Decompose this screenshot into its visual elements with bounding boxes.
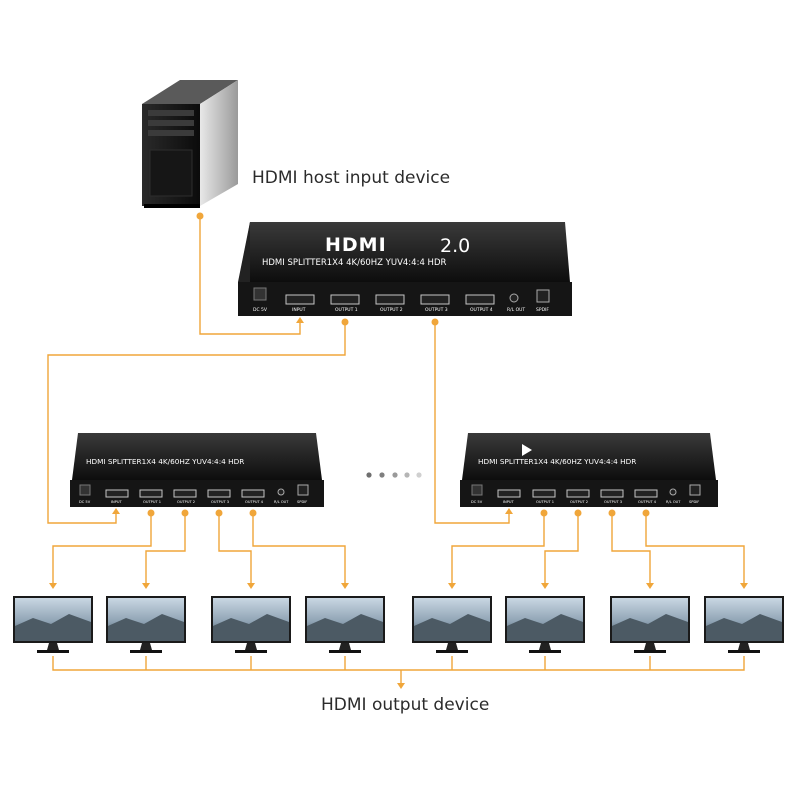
- main-port-label-output1: OUTPUT 1: [335, 307, 358, 313]
- right-port-label-dc: DC 5V: [471, 500, 483, 504]
- right-port-label-output1: OUTPUT 1: [536, 500, 554, 504]
- right-output3-port-icon: [600, 489, 624, 498]
- monitor-icon: [211, 596, 291, 653]
- left-port-label-input: INPUT: [111, 500, 123, 504]
- right-splitter-device: HDMI SPLITTER1X4 4K/60HZ YUV4:4:4 HDR DC…: [460, 433, 718, 507]
- play-icon: [522, 444, 532, 456]
- monitor-icon: [610, 596, 690, 653]
- main-port-label-input: INPUT: [292, 307, 306, 313]
- main-splitter-brand: HDMI: [325, 234, 387, 256]
- right-port-label-input: INPUT: [503, 500, 515, 504]
- monitor-row: [13, 596, 784, 653]
- monitor-icon: [106, 596, 186, 653]
- right-output1-port-icon: [532, 489, 556, 498]
- right-audio-jack-icon: [669, 488, 677, 496]
- left-port-label-output2: OUTPUT 2: [177, 500, 195, 504]
- right-port-label-spdif: SPDIF: [689, 500, 699, 504]
- right-splitter-subtitle: HDMI SPLITTER1X4 4K/60HZ YUV4:4:4 HDR: [478, 457, 636, 466]
- main-port-label-output3: OUTPUT 3: [425, 307, 448, 313]
- left-input-port-icon: [105, 489, 129, 498]
- connector-dots: [147, 212, 650, 517]
- main-port-label-rl: R/L OUT: [507, 307, 525, 313]
- main-input-port-icon: [285, 294, 315, 305]
- left-port-label-rl: R/L OUT: [274, 500, 289, 504]
- right-input-port-icon: [497, 489, 521, 498]
- left-output1-port-icon: [139, 489, 163, 498]
- left-port-label-output1: OUTPUT 1: [143, 500, 161, 504]
- left-output4-port-icon: [241, 489, 265, 498]
- right-port-label-rl: R/L OUT: [666, 500, 681, 504]
- monitor-icon: [704, 596, 784, 653]
- right-output4-port-icon: [634, 489, 658, 498]
- right-port-label-output3: OUTPUT 3: [604, 500, 622, 504]
- main-spdif-port-icon: [536, 289, 550, 303]
- left-dc-port-icon: [79, 484, 91, 496]
- monitor-icon: [305, 596, 385, 653]
- right-output2-port-icon: [566, 489, 590, 498]
- connector-arrowheads: [49, 317, 748, 689]
- left-port-label-output3: OUTPUT 3: [211, 500, 229, 504]
- ellipsis-dots: [366, 472, 422, 478]
- main-port-label-dc: DC 5V: [253, 307, 268, 313]
- pc-tower-icon: [142, 80, 238, 208]
- left-audio-jack-icon: [277, 488, 285, 496]
- right-port-label-output4: OUTPUT 4: [638, 500, 657, 504]
- main-splitter-version: 2.0: [440, 235, 470, 257]
- left-splitter-device: HDMI SPLITTER1X4 4K/60HZ YUV4:4:4 HDR DC…: [70, 433, 324, 507]
- right-dc-port-icon: [471, 484, 483, 496]
- right-spdif-port-icon: [689, 484, 701, 496]
- main-port-label-spdif: SPDIF: [536, 307, 549, 313]
- main-output4-port-icon: [465, 294, 495, 305]
- left-output2-port-icon: [173, 489, 197, 498]
- host-input-label: HDMI host input device: [252, 168, 450, 188]
- main-port-label-output2: OUTPUT 2: [380, 307, 403, 313]
- monitor-icon: [412, 596, 492, 653]
- main-audio-jack-icon: [509, 293, 519, 303]
- main-dc-port-icon: [253, 287, 267, 301]
- main-splitter-subtitle: HDMI SPLITTER1X4 4K/60HZ YUV4:4:4 HDR: [262, 258, 446, 268]
- left-port-label-output4: OUTPUT 4: [245, 500, 264, 504]
- monitor-icon: [505, 596, 585, 653]
- connector-lines: [47, 216, 745, 684]
- left-output3-port-icon: [207, 489, 231, 498]
- main-output2-port-icon: [375, 294, 405, 305]
- main-output3-port-icon: [420, 294, 450, 305]
- output-device-label: HDMI output device: [321, 695, 489, 715]
- left-port-label-dc: DC 5V: [79, 500, 91, 504]
- right-port-label-output2: OUTPUT 2: [570, 500, 588, 504]
- main-port-label-output4: OUTPUT 4: [470, 307, 493, 313]
- left-spdif-port-icon: [297, 484, 309, 496]
- monitor-icon: [13, 596, 93, 653]
- main-splitter-device: HDMI 2.0 HDMI SPLITTER1X4 4K/60HZ YUV4:4…: [238, 222, 572, 316]
- main-output1-port-icon: [330, 294, 360, 305]
- left-port-label-spdif: SPDIF: [297, 500, 307, 504]
- left-splitter-subtitle: HDMI SPLITTER1X4 4K/60HZ YUV4:4:4 HDR: [86, 457, 244, 466]
